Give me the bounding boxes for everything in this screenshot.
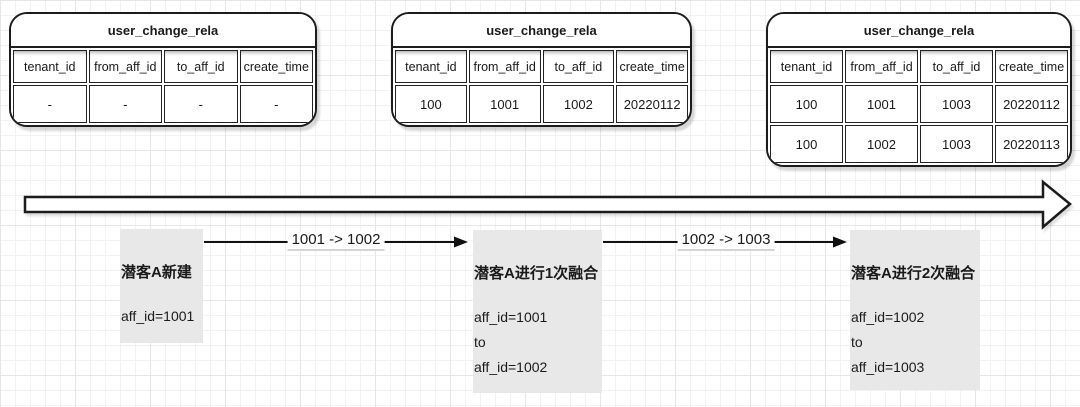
table-cell: 20220112 — [616, 85, 688, 123]
event-line: aff_id=1002 — [474, 359, 548, 375]
event-box-created: 潜客A新建 aff_id=1001 — [120, 229, 203, 343]
table-cell: 1002 — [542, 85, 615, 123]
event-title: 潜客A新建 — [121, 264, 192, 281]
event-line: to — [474, 334, 486, 350]
table-body: tenant_id from_aff_id to_aff_id create_t… — [393, 48, 690, 125]
column-header: create_time — [616, 50, 688, 83]
table-cell: - — [164, 85, 238, 123]
column-header: tenant_id — [395, 50, 467, 83]
table-body: tenant_id from_aff_id to_aff_id create_t… — [768, 48, 1070, 165]
column-header: to_aff_id — [542, 50, 615, 83]
table-cell: 1002 — [845, 125, 918, 163]
column-header: from_aff_id — [88, 50, 162, 83]
event-line: aff_id=1001 — [474, 309, 548, 325]
column-header: create_time — [995, 50, 1068, 83]
event-line: aff_id=1003 — [851, 359, 925, 375]
column-header: tenant_id — [13, 50, 87, 83]
table-cell: 1001 — [845, 85, 918, 123]
table-title: user_change_rela — [11, 14, 315, 48]
event-line: aff_id=1001 — [121, 308, 195, 324]
column-header: tenant_id — [770, 50, 843, 83]
table-cell: - — [13, 85, 87, 123]
table-cell: 100 — [395, 85, 467, 123]
table-title: user_change_rela — [768, 14, 1070, 48]
event-line: to — [851, 334, 863, 350]
table-cell: 1001 — [468, 85, 541, 123]
transition-label-2: 1002 -> 1003 — [677, 231, 775, 251]
timeline-arrow — [23, 179, 1072, 230]
column-header: create_time — [239, 50, 313, 83]
table-user-change-rela-one-row: user_change_rela tenant_id from_aff_id t… — [391, 12, 692, 127]
column-header: from_aff_id — [845, 50, 918, 83]
column-header: from_aff_id — [468, 50, 541, 83]
column-header: to_aff_id — [920, 50, 993, 83]
table-cell: 100 — [770, 85, 843, 123]
event-lines: aff_id=1002 to aff_id=1003 — [850, 305, 980, 380]
table-cell: 20220112 — [995, 85, 1068, 123]
event-box-second-merge: 潜客A进行2次融合 aff_id=1002 to aff_id=1003 — [850, 230, 980, 390]
table-user-change-rela-empty: user_change_rela tenant_id from_aff_id t… — [9, 12, 317, 127]
column-header: to_aff_id — [164, 50, 238, 83]
transition-label-1: 1001 -> 1002 — [287, 231, 385, 251]
event-lines: aff_id=1001 — [120, 304, 203, 329]
event-lines: aff_id=1001 to aff_id=1002 — [473, 305, 602, 380]
event-line: aff_id=1002 — [851, 309, 925, 325]
table-cell: 1003 — [920, 85, 993, 123]
table-body: tenant_id from_aff_id to_aff_id create_t… — [11, 48, 315, 125]
event-title: 潜客A进行2次融合 — [851, 265, 976, 282]
table-title: user_change_rela — [393, 14, 690, 48]
event-title: 潜客A进行1次融合 — [474, 265, 599, 282]
event-box-first-merge: 潜客A进行1次融合 aff_id=1001 to aff_id=1002 — [473, 230, 602, 393]
table-user-change-rela-two-rows: user_change_rela tenant_id from_aff_id t… — [766, 12, 1072, 167]
table-cell: 100 — [770, 125, 843, 163]
table-cell: - — [88, 85, 162, 123]
table-cell: 1003 — [920, 125, 993, 163]
table-cell: 20220113 — [995, 125, 1068, 163]
table-cell: - — [239, 85, 313, 123]
